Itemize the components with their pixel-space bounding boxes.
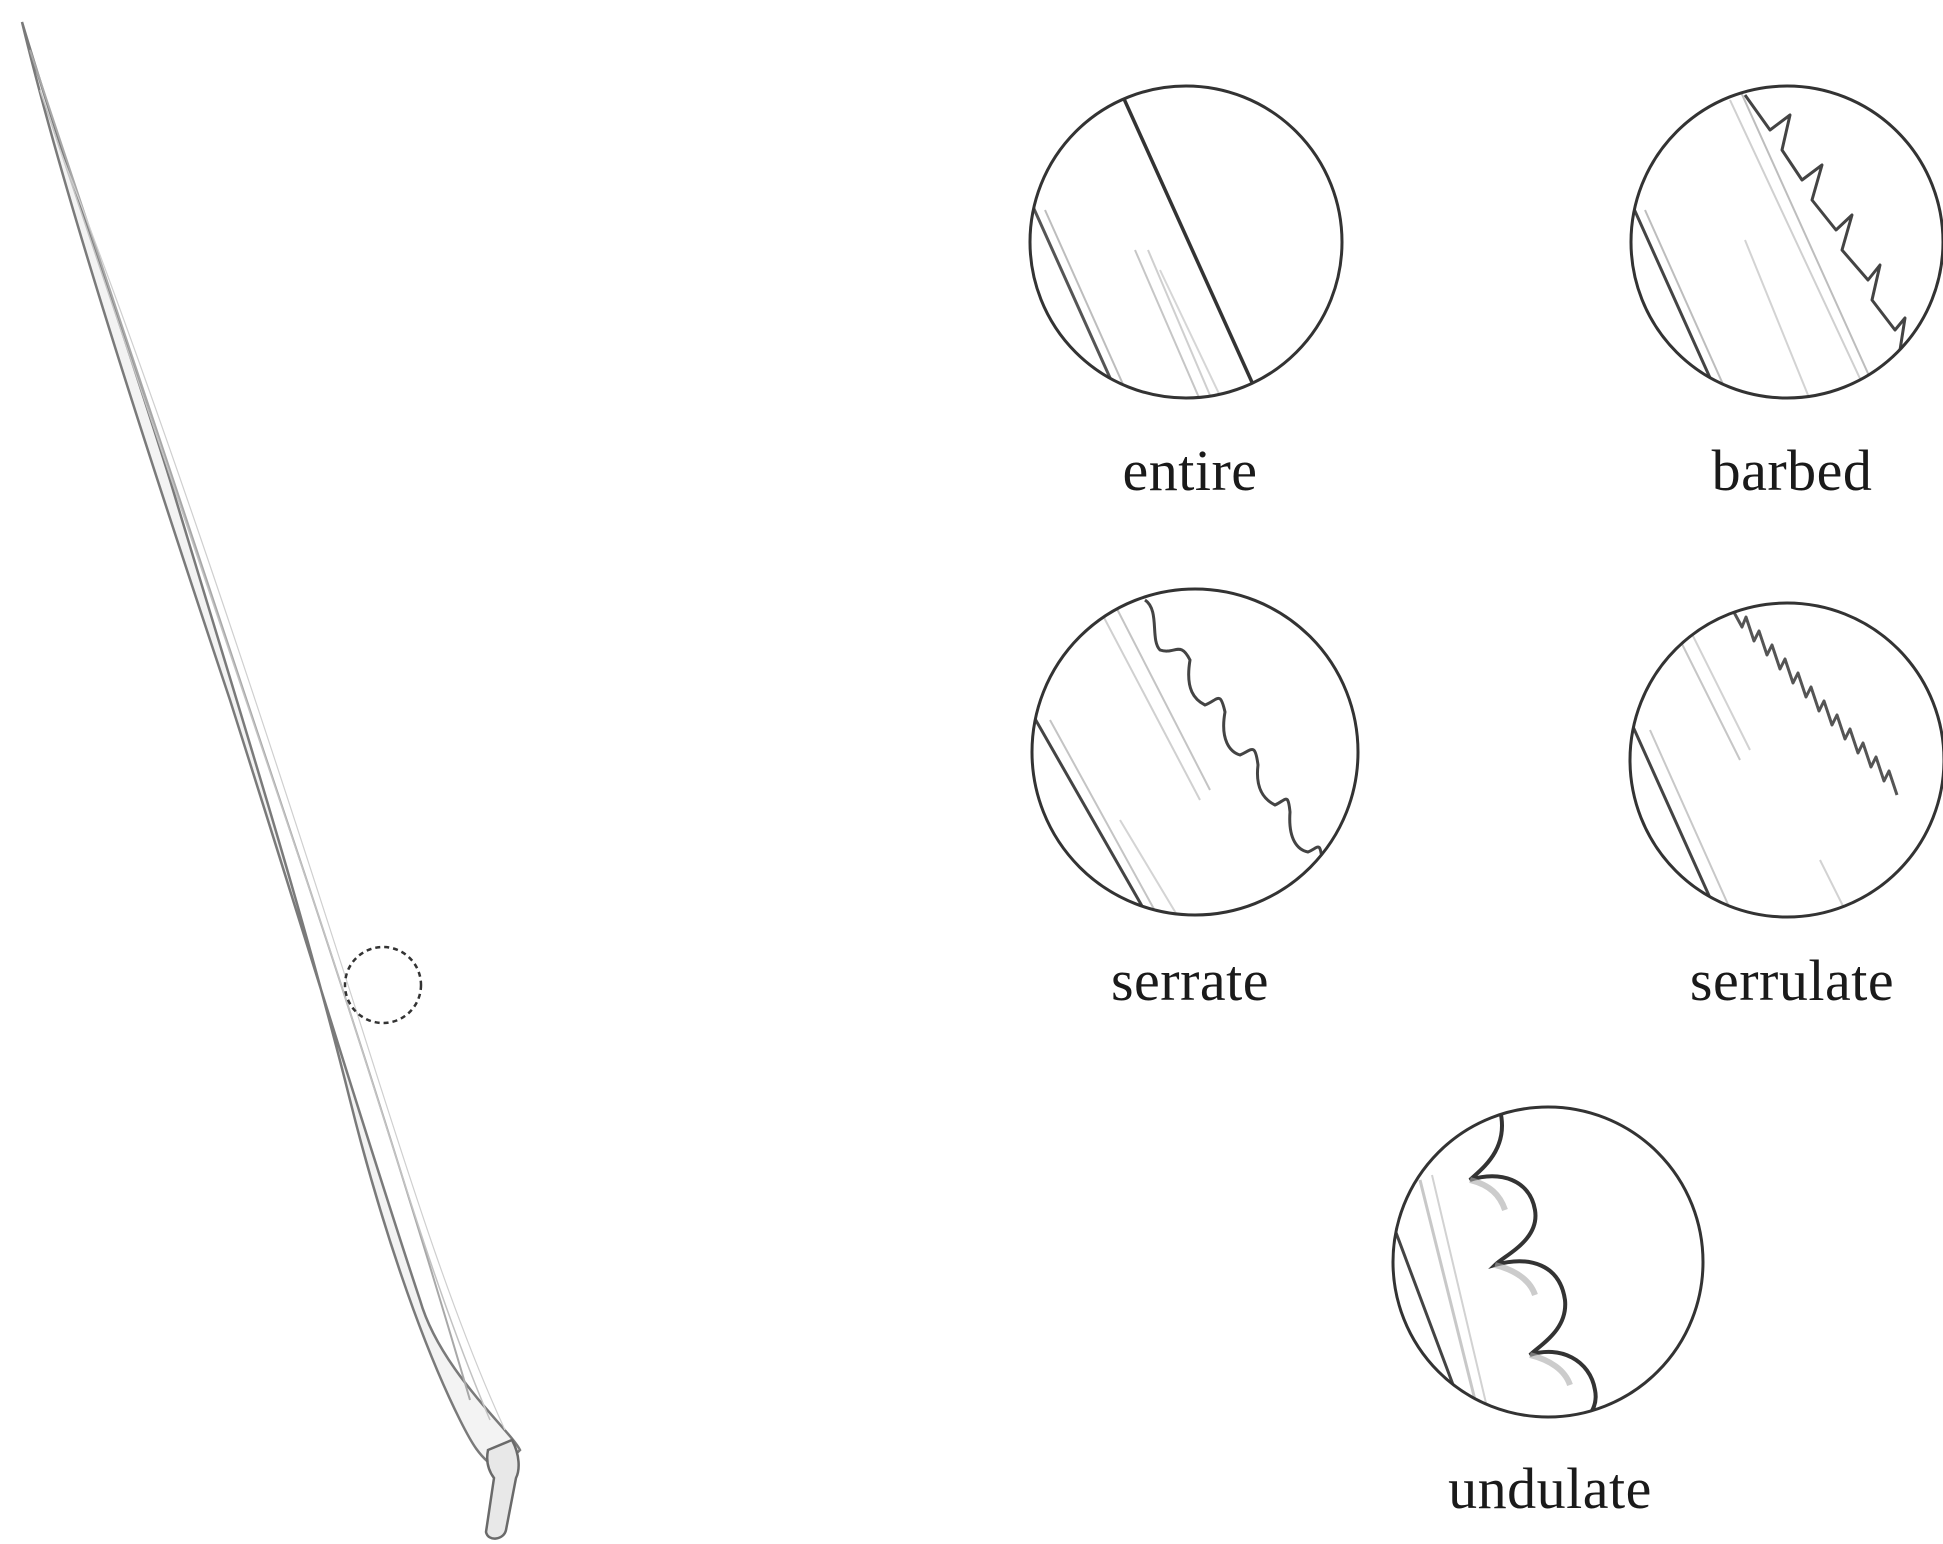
margin-serrate-detail bbox=[1030, 589, 1358, 920]
margin-entire-detail bbox=[1030, 86, 1342, 400]
leaf-blade-illustration bbox=[22, 22, 520, 1539]
label-serrate: serrate bbox=[1010, 952, 1370, 1010]
margin-entire-circle bbox=[1030, 86, 1342, 398]
margin-undulate-detail bbox=[1393, 1107, 1703, 1430]
margin-barbed-detail bbox=[1630, 86, 1943, 400]
leaf-sheath bbox=[486, 1440, 519, 1539]
leaf-blade-outline bbox=[22, 22, 520, 1470]
leaf-vein-line bbox=[40, 90, 490, 1420]
margin-serrate-circle bbox=[1032, 589, 1358, 915]
label-undulate: undulate bbox=[1370, 1460, 1730, 1518]
label-serrulate: serrulate bbox=[1612, 952, 1943, 1010]
margin-serrulate-detail bbox=[1630, 603, 1943, 920]
label-barbed: barbed bbox=[1612, 442, 1943, 500]
label-entire: entire bbox=[1010, 442, 1370, 500]
margin-serrulate-circle bbox=[1630, 603, 1943, 917]
